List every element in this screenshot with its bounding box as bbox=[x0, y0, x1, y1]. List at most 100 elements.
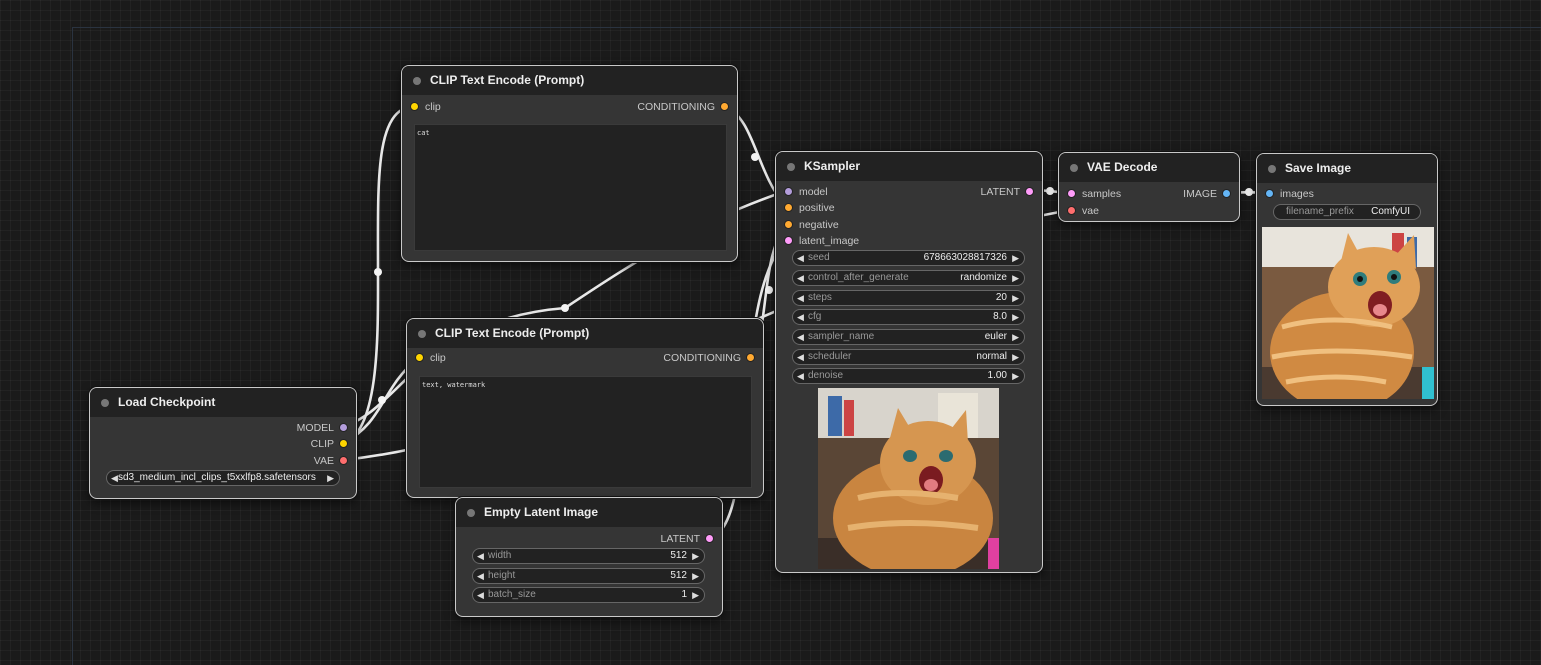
increment-arrow-icon[interactable]: ▶ bbox=[1012, 371, 1019, 381]
decrement-arrow-icon[interactable]: ◀ bbox=[477, 571, 484, 581]
increment-arrow-icon[interactable]: ▶ bbox=[692, 571, 699, 581]
output-slot-model[interactable]: MODEL bbox=[297, 421, 347, 435]
input-slot-negative[interactable]: negative bbox=[785, 218, 839, 232]
slot-dot-icon[interactable] bbox=[785, 237, 792, 244]
slot-dot-icon[interactable] bbox=[1223, 190, 1230, 197]
prompt-textarea[interactable]: cat bbox=[414, 124, 727, 251]
decrement-arrow-icon[interactable]: ◀ bbox=[797, 371, 804, 381]
node-title[interactable]: KSampler bbox=[776, 152, 1042, 181]
slot-dot-icon[interactable] bbox=[340, 457, 347, 464]
slot-dot-icon[interactable] bbox=[1068, 190, 1075, 197]
increment-arrow-icon[interactable]: ▶ bbox=[327, 473, 334, 483]
output-slot-latent[interactable]: LATENT bbox=[661, 532, 713, 546]
output-slot-vae[interactable]: VAE bbox=[314, 454, 347, 468]
output-slot-conditioning[interactable]: CONDITIONING bbox=[637, 100, 728, 114]
input-slot-model[interactable]: model bbox=[785, 185, 828, 199]
node-title[interactable]: Save Image bbox=[1257, 154, 1437, 183]
node-vae-decode[interactable]: VAE Decode samples vae IMAGE bbox=[1058, 152, 1240, 222]
node-state-icon[interactable] bbox=[413, 77, 421, 85]
slot-dot-icon[interactable] bbox=[785, 204, 792, 211]
node-ksampler[interactable]: KSampler model positive negative latent_… bbox=[775, 151, 1043, 573]
slot-label: positive bbox=[799, 202, 835, 214]
input-slot-samples[interactable]: samples bbox=[1068, 187, 1121, 201]
slot-dot-icon[interactable] bbox=[411, 103, 418, 110]
increment-arrow-icon[interactable]: ▶ bbox=[1012, 312, 1019, 322]
slot-dot-icon[interactable] bbox=[1266, 190, 1273, 197]
input-slot-latent-image[interactable]: latent_image bbox=[785, 234, 859, 248]
node-clip-text-encode-negative[interactable]: CLIP Text Encode (Prompt) clip CONDITION… bbox=[406, 318, 764, 498]
node-title[interactable]: CLIP Text Encode (Prompt) bbox=[402, 66, 737, 95]
link-midpoint-positive bbox=[751, 153, 759, 161]
slot-dot-icon[interactable] bbox=[1068, 207, 1075, 214]
widget-label: control_after_generate bbox=[808, 272, 909, 283]
decrement-arrow-icon[interactable]: ◀ bbox=[797, 293, 804, 303]
node-state-icon[interactable] bbox=[1268, 165, 1276, 173]
node-title[interactable]: VAE Decode bbox=[1059, 153, 1239, 182]
decrement-arrow-icon[interactable]: ◀ bbox=[797, 352, 804, 362]
decrement-arrow-icon[interactable]: ◀ bbox=[477, 590, 484, 600]
decrement-arrow-icon[interactable]: ◀ bbox=[797, 253, 804, 263]
decrement-arrow-icon[interactable]: ◀ bbox=[477, 551, 484, 561]
widget-value: 8.0 bbox=[993, 311, 1007, 322]
increment-arrow-icon[interactable]: ▶ bbox=[1012, 352, 1019, 362]
output-slot-conditioning[interactable]: CONDITIONING bbox=[663, 351, 754, 365]
output-slot-image[interactable]: IMAGE bbox=[1183, 187, 1230, 201]
decrement-arrow-icon[interactable]: ◀ bbox=[797, 312, 804, 322]
node-state-icon[interactable] bbox=[467, 509, 475, 517]
increment-arrow-icon[interactable]: ▶ bbox=[1012, 253, 1019, 263]
output-slot-latent[interactable]: LATENT bbox=[981, 185, 1033, 199]
prompt-textarea[interactable]: text, watermark bbox=[419, 376, 752, 488]
node-clip-text-encode-positive[interactable]: CLIP Text Encode (Prompt) clip CONDITION… bbox=[401, 65, 738, 262]
ckpt-name-value: sd3_medium_incl_clips_t5xxlfp8.safetenso… bbox=[118, 472, 316, 483]
node-title[interactable]: Empty Latent Image bbox=[456, 498, 722, 527]
increment-arrow-icon[interactable]: ▶ bbox=[1012, 273, 1019, 283]
ckpt-name-combo[interactable]: ◀ sd3_medium_incl_clips_t5xxlfp8.safeten… bbox=[106, 470, 340, 486]
node-state-icon[interactable] bbox=[101, 399, 109, 407]
decrement-arrow-icon[interactable]: ◀ bbox=[797, 332, 804, 342]
input-slot-positive[interactable]: positive bbox=[785, 201, 835, 215]
slot-dot-icon[interactable] bbox=[785, 221, 792, 228]
input-slot-clip[interactable]: clip bbox=[416, 351, 446, 365]
slot-dot-icon[interactable] bbox=[721, 103, 728, 110]
slot-dot-icon[interactable] bbox=[340, 424, 347, 431]
node-state-icon[interactable] bbox=[418, 330, 426, 338]
slot-dot-icon[interactable] bbox=[785, 188, 792, 195]
decrement-arrow-icon[interactable]: ◀ bbox=[111, 473, 118, 483]
node-title[interactable]: Load Checkpoint bbox=[90, 388, 356, 417]
decrement-arrow-icon[interactable]: ◀ bbox=[797, 273, 804, 283]
increment-arrow-icon[interactable]: ▶ bbox=[692, 551, 699, 561]
node-state-icon[interactable] bbox=[787, 163, 795, 171]
increment-arrow-icon[interactable]: ▶ bbox=[692, 590, 699, 600]
input-slot-vae[interactable]: vae bbox=[1068, 204, 1099, 218]
input-slot-clip[interactable]: clip bbox=[411, 100, 441, 114]
increment-arrow-icon[interactable]: ▶ bbox=[1012, 332, 1019, 342]
slot-dot-icon[interactable] bbox=[416, 354, 423, 361]
slot-dot-icon[interactable] bbox=[1026, 188, 1033, 195]
node-state-icon[interactable] bbox=[1070, 164, 1078, 172]
slot-dot-icon[interactable] bbox=[706, 535, 713, 542]
output-slot-clip[interactable]: CLIP bbox=[311, 437, 347, 451]
node-load-checkpoint[interactable]: Load Checkpoint MODEL CLIP VAE ◀ sd3_med… bbox=[89, 387, 357, 499]
slot-dot-icon[interactable] bbox=[340, 440, 347, 447]
increment-arrow-icon[interactable]: ▶ bbox=[1012, 293, 1019, 303]
link-midpoint-vaedecode-out bbox=[1245, 188, 1253, 196]
widget-label: denoise bbox=[808, 370, 844, 381]
node-title[interactable]: CLIP Text Encode (Prompt) bbox=[407, 319, 763, 348]
input-slot-images[interactable]: images bbox=[1266, 187, 1314, 201]
slot-label: CONDITIONING bbox=[663, 352, 741, 364]
slot-dot-icon[interactable] bbox=[747, 354, 754, 361]
